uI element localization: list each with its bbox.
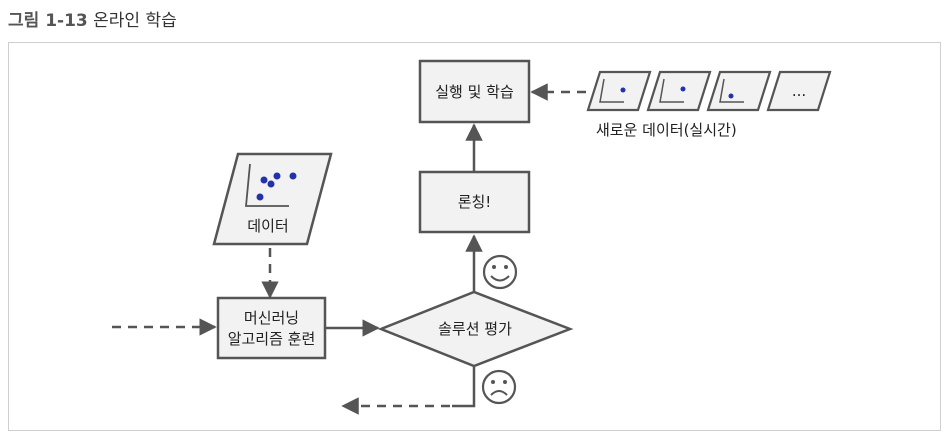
diagram-frame — [8, 42, 941, 431]
launch-label: 론칭! — [458, 193, 492, 211]
new-data-card-1 — [586, 70, 652, 112]
scatter-dots-icon — [256, 172, 297, 201]
train-label-line1: 머신러닝 — [244, 309, 299, 327]
data-label: 데이터 — [247, 217, 288, 235]
run-and-learn-label: 실행 및 학습 — [435, 83, 514, 101]
train-label-line2: 알고리즘 훈련 — [228, 330, 316, 348]
data-node: 데이터 — [212, 152, 333, 246]
data-point-dot — [620, 87, 626, 93]
figure-number: 그림 1-13 — [8, 11, 88, 31]
data-axes-icon — [245, 163, 289, 207]
axes-icon — [659, 78, 684, 103]
figure-title: 온라인 학습 — [93, 11, 177, 31]
new-data-card-ellipsis: ... — [766, 70, 832, 112]
evaluate-label: 솔루션 평가 — [438, 320, 512, 338]
data-point-dot — [680, 86, 686, 92]
new-data-card-3 — [706, 70, 772, 112]
new-data-label: 새로운 데이터(실시간) — [596, 121, 737, 139]
axes-icon — [599, 78, 624, 103]
ellipsis-label: ... — [792, 82, 806, 100]
run-and-learn-node: 실행 및 학습 — [418, 59, 531, 124]
train-algorithm-node: 머신러닝 알고리즘 훈련 — [216, 296, 327, 360]
axes-icon — [719, 78, 744, 103]
smiley-face-icon — [482, 254, 518, 290]
frowning-face-icon — [481, 369, 517, 405]
figure-caption: 그림 1-13 온라인 학습 — [8, 6, 177, 31]
launch-node: 론칭! — [418, 170, 531, 234]
fail-path-line — [452, 367, 476, 408]
data-point-dot — [728, 93, 734, 99]
evaluate-solution-node: 솔루션 평가 — [377, 290, 574, 368]
new-data-card-2 — [646, 70, 712, 112]
